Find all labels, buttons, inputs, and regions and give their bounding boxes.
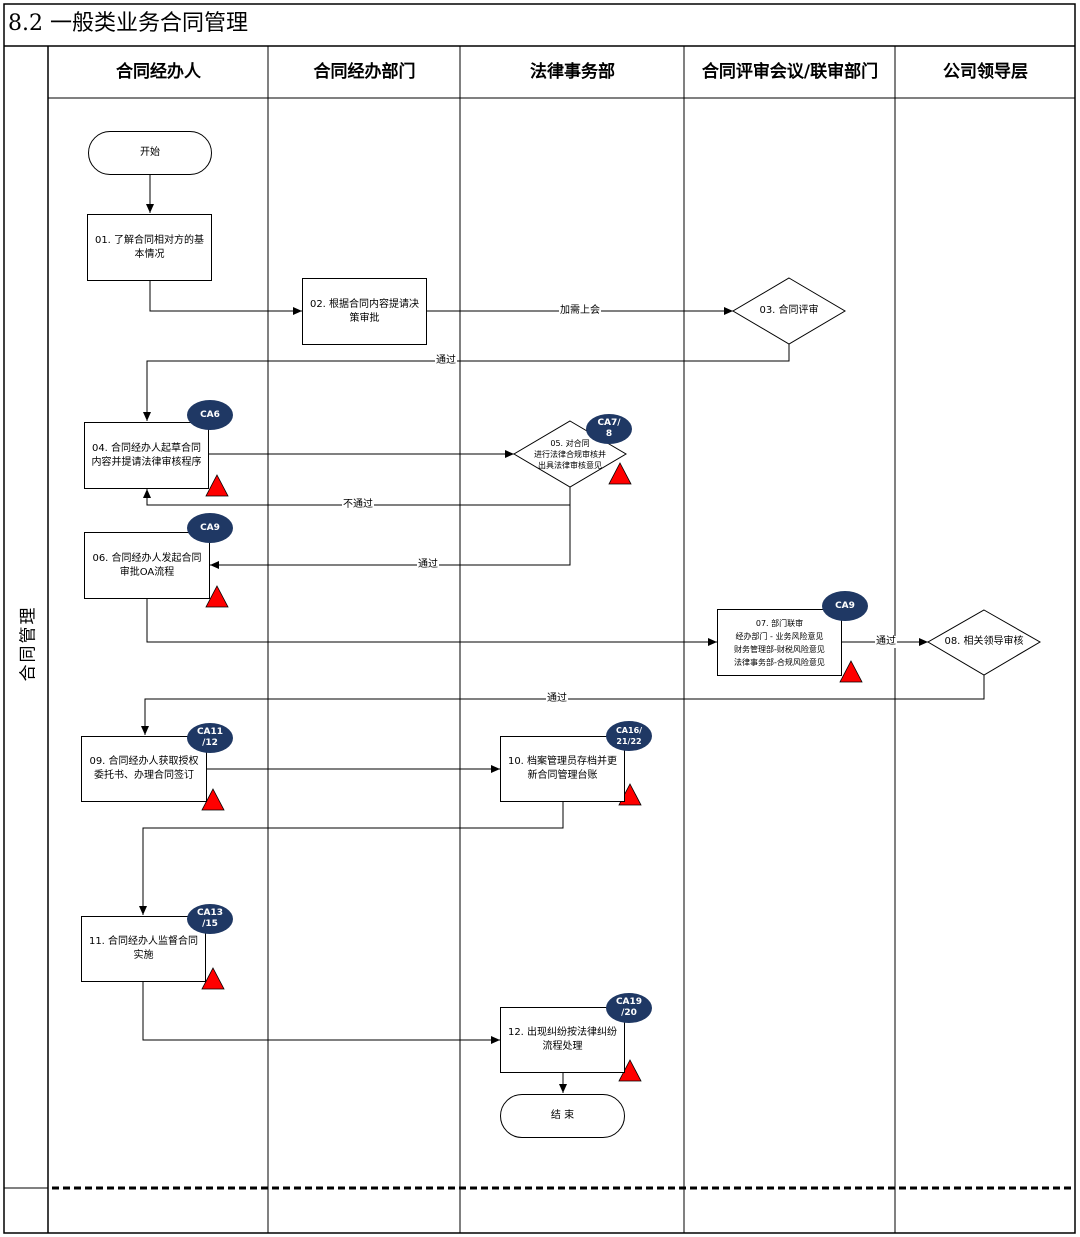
step-08-label: 08. 相关领导审核 xyxy=(944,636,1024,647)
side-label-text: 合同管理 xyxy=(18,605,38,681)
side-label: 合同管理 xyxy=(4,98,47,1188)
step-03-label: 03. 合同评审 xyxy=(759,305,819,316)
edge-label-05-06: 通过 xyxy=(417,559,439,571)
edge-label-07-08: 通过 xyxy=(875,636,897,648)
start-node: 开始 xyxy=(88,131,212,175)
lane-header-leadership: 公司领导层 xyxy=(943,62,1028,82)
lane-header-contract-handler: 合同经办人 xyxy=(116,62,201,82)
lane-header-review-meeting: 合同评审会议/联审部门 xyxy=(701,62,879,82)
step-01-node: 01. 了解合同相对方的基本情况 xyxy=(87,214,212,281)
control-badge-12: CA19 /20 xyxy=(606,993,652,1023)
lane-header-handling-department: 合同经办部门 xyxy=(313,62,416,82)
edge-label-02-03: 加需上会 xyxy=(559,305,601,317)
step-11-node: 11. 合同经办人监督合同实施 xyxy=(81,916,206,982)
risk-triangle-icon xyxy=(839,660,863,683)
step-06-node: 06. 合同经办人发起合同审批OA流程 xyxy=(84,532,210,599)
risk-triangle-icon xyxy=(205,585,229,608)
end-node: 结 束 xyxy=(500,1094,625,1138)
control-badge-04: CA6 xyxy=(187,400,233,430)
edge-label-08-09: 通过 xyxy=(546,693,568,705)
page-title: 8.2 一般类业务合同管理 xyxy=(8,11,248,36)
risk-triangle-icon xyxy=(201,967,225,990)
step-10-node: 10. 档案管理员存档并更新合同管理台账 xyxy=(500,736,625,802)
edge-08-09 xyxy=(141,675,985,735)
edge-label-05-04: 不通过 xyxy=(342,499,374,511)
edge-03-04 xyxy=(143,344,790,421)
edge-10-11 xyxy=(139,802,564,915)
edge-01-02 xyxy=(149,281,302,315)
risk-triangle-icon xyxy=(608,462,632,485)
control-badge-11: CA13 /15 xyxy=(187,904,233,934)
edge-05-06 xyxy=(210,505,571,569)
edge-11-12 xyxy=(142,982,500,1044)
lane-header-legal-affairs: 法律事务部 xyxy=(530,62,615,82)
step-09-node: 09. 合同经办人获取授权委托书、办理合同签订 xyxy=(81,736,207,802)
step-07-node: 07. 部门联审 经办部门 - 业务风险意见 财务管理部-财税风险意见 法律事务… xyxy=(717,609,842,676)
control-badge-10: CA16/ 21/22 xyxy=(606,721,652,751)
control-badge-06: CA9 xyxy=(187,513,233,543)
edge-06-07 xyxy=(146,599,717,646)
step-02-node: 02. 根据合同内容提请决策审批 xyxy=(302,278,427,345)
edge-label-03-04: 通过 xyxy=(435,355,457,367)
outer-border xyxy=(3,3,1076,1234)
control-badge-05: CA7/ 8 xyxy=(586,414,632,444)
control-badge-07: CA9 xyxy=(822,591,868,621)
risk-triangle-icon xyxy=(201,788,225,811)
risk-triangle-icon xyxy=(205,474,229,497)
step-05-label: 05. 对合同 进行法律合规审核并 出具法律审核意见 xyxy=(534,438,606,470)
control-badge-09: CA11 /12 xyxy=(187,723,233,753)
step-12-node: 12. 出现纠纷按法律纠纷流程处理 xyxy=(500,1007,625,1073)
step-04-node: 04. 合同经办人起草合同内容并提请法律审核程序 xyxy=(84,422,209,489)
